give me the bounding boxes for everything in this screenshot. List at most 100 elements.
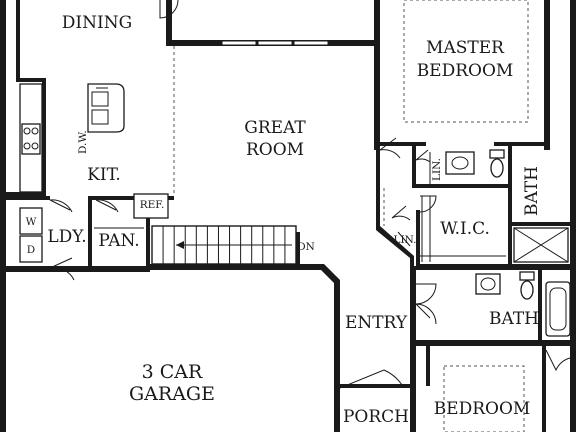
door-dining [159,0,179,19]
label-linen-upper: LIN. [431,158,443,181]
linen-lower-shelf [397,231,411,247]
windows [221,40,329,46]
wall-linen-left [412,146,416,188]
label-great-room-1: GREAT [244,118,306,138]
label-refrigerator: REF. [140,199,165,211]
bath2-toilet-bowl [520,280,534,300]
label-dining: DINING [62,13,132,33]
wall-master-bottom [380,142,426,146]
door-pantry [95,199,119,213]
label-pantry: PAN. [98,231,139,251]
burner-2 [31,127,39,135]
label-stair-down: DN [297,241,315,253]
label-great-room-2: ROOM [246,140,304,160]
wall-wic-bottom [416,264,574,270]
door-linen-upper [415,149,431,163]
bathtub [545,281,571,337]
wall-bath2-tub [538,270,542,340]
master-vanity [445,151,475,175]
wall-hall-angled [376,226,414,266]
burner-3 [23,142,31,150]
label-master-2: BEDROOM [417,61,514,81]
window-3 [293,40,329,46]
wall-garage-left [0,266,6,432]
label-dryer: D [27,244,35,256]
island-sink-2 [91,109,109,125]
wall-kitchen-jog [16,78,46,82]
toilet-tank [489,149,505,159]
wall-hall-left [376,150,380,230]
wall-porch-top [340,384,410,388]
wall-master-left [374,0,380,150]
wall-stair-right [296,232,300,266]
island-sink-1 [91,91,109,107]
wall-pantry-stair [146,196,150,268]
bath2-toilet-tank [519,271,535,281]
label-bedroom: BEDROOM [434,399,531,419]
wall-master-bottom-right [494,142,550,146]
wall-dining-right [166,0,172,46]
wall-garage-top-left [0,266,150,272]
wall-kitchen-bottom-left [6,192,46,196]
shelves [94,152,506,262]
label-bath-2: BATH [489,309,539,329]
door-front [339,369,405,389]
wall-laundry-pantry [88,196,92,268]
label-entry: ENTRY [345,313,408,333]
label-garage-2: GARAGE [129,383,215,405]
window-2 [257,40,293,46]
door-entry-closet [415,303,437,325]
wall-dining-left [16,0,20,82]
fridge-box [133,193,169,219]
burner-4 [31,142,39,150]
bedroom-ceiling-outline [443,365,525,432]
label-master-bath: BATH [522,166,542,216]
wall-entry-right [410,266,416,432]
stair-outline [151,225,297,265]
kitchen-island [87,83,125,133]
shower-x2 [513,227,569,263]
master-sink [451,156,469,170]
wall-garage-right [296,264,340,432]
wall-right-exterior [570,0,576,432]
label-dishwasher: D.W. [77,130,89,154]
wall-bath-left [508,146,512,270]
wall-master-right [544,0,550,150]
wall-wic-top [416,184,508,188]
burner-1 [23,127,31,135]
bath2-vanity [475,273,501,295]
wall-wic-left [416,210,420,266]
wall-pantry-top [92,196,174,200]
wall-left-exterior [0,0,6,272]
toilet-bowl [490,158,504,178]
bath-fixtures [445,149,571,337]
wall-kitchen-left [42,78,46,196]
master-ceiling-outline [403,0,529,123]
kitchen-fixtures [19,83,169,219]
label-wic: W.I.C. [440,219,490,239]
cooktop [21,123,41,155]
doors [49,0,571,389]
wall-bath2-bottom [416,340,574,346]
label-linen-lower: LIN. [394,234,417,246]
dashed-lines [173,0,529,432]
window-1 [221,40,257,46]
stair-arrow-head [176,241,184,249]
label-porch: PORCH [343,407,409,427]
label-garage-1: 3 CAR [142,361,203,383]
bathtub-inner [549,287,567,331]
staircase [151,225,297,265]
door-bedroom-closet [545,349,571,372]
label-washer: W [26,216,37,228]
wall-bedroom-left [426,346,430,386]
wall-shower-top [512,222,574,226]
washer-box [19,207,43,235]
door-laundry [49,199,73,213]
wall-bedroom-closet [542,346,546,432]
label-master-1: MASTER [426,38,505,58]
door-bath2 [415,283,437,305]
door-garage [49,257,75,281]
door-master [379,137,401,159]
